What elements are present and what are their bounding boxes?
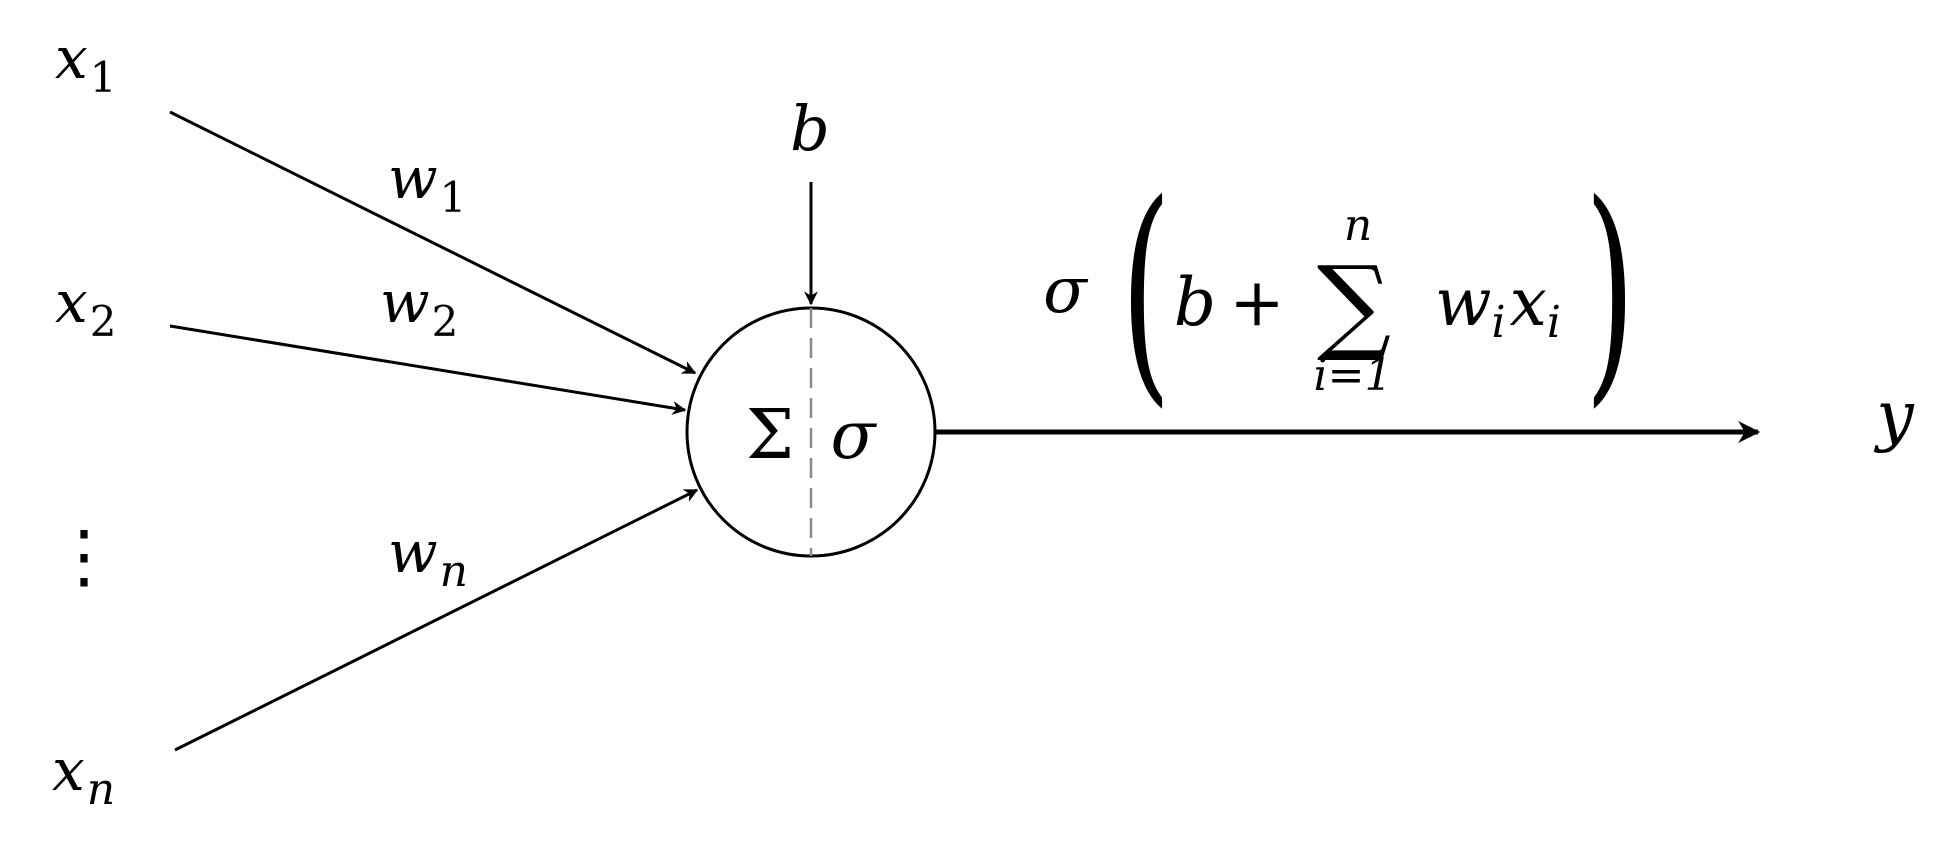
formula-bias: b [1174, 264, 1216, 341]
formula-sum-symbol: ∑ [1317, 243, 1391, 365]
activation-formula: σ ( b + ∑ n i=1 wixi ) [1043, 153, 1635, 428]
formula-term: wixi [1435, 264, 1561, 348]
input-arrow-n [174, 488, 699, 752]
formula-close-paren: ) [1585, 153, 1636, 428]
formula-sum-lower: i=1 [1314, 350, 1393, 401]
weight-label-w1: w1 [388, 144, 466, 222]
weight-label-w2: w2 [380, 268, 458, 346]
formula-plus: + [1229, 264, 1284, 341]
formula-activation-symbol: σ [1043, 254, 1089, 328]
formula-open-paren: ( [1121, 153, 1172, 428]
weight-label-wn: wn [388, 518, 468, 597]
input-arrow-1 [169, 110, 697, 375]
input-label-x2: x2 [55, 268, 116, 346]
formula-sum-upper: n [1344, 200, 1372, 251]
input-arrow-2 [169, 324, 687, 415]
neuron-activation-symbol: σ [830, 397, 877, 474]
neuron-sum-symbol: Σ [746, 396, 794, 475]
input-label-x1: x1 [55, 24, 116, 102]
input-ellipsis: ⋮ [49, 515, 119, 597]
bias-label: b [790, 92, 830, 165]
output-label: y [1873, 377, 1914, 454]
input-label-xn: xn [52, 736, 115, 815]
